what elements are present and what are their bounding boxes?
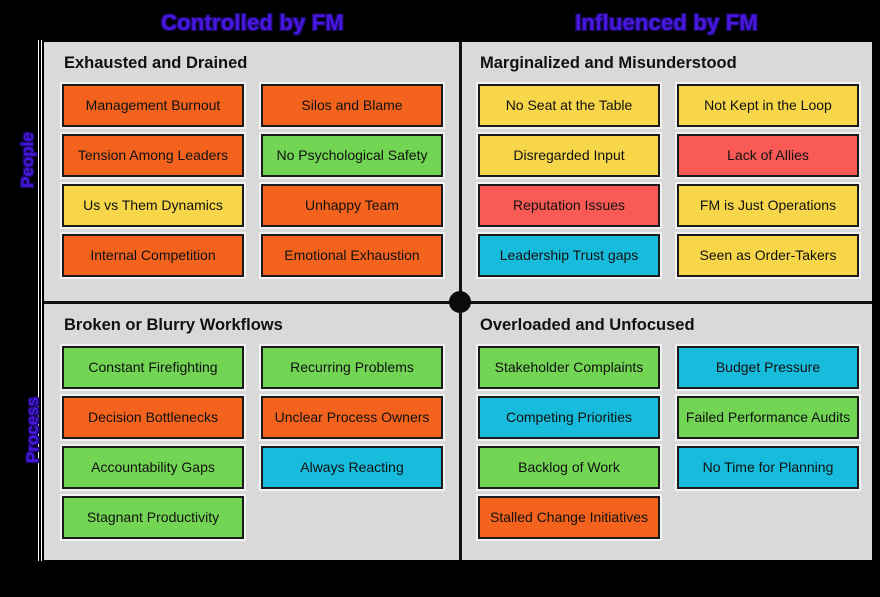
column-header-controlled-by-fm: Controlled by FM [161,10,344,35]
tile[interactable]: Constant Firefighting [62,346,244,389]
quadrant-top-left: Exhausted and Drained Management Burnout… [44,42,459,301]
tile-grid-top-right: No Seat at the Table Not Kept in the Loop… [478,84,860,277]
axis-line-outer [38,40,39,561]
tile[interactable]: Unclear Process Owners [261,396,443,439]
tile[interactable]: Internal Competition [62,234,244,277]
row-label-process: Process [0,397,42,463]
column-header-influenced-by-fm: Influenced by FM [575,10,758,35]
tile[interactable]: Seen as Order-Takers [677,234,859,277]
tile[interactable]: Silos and Blame [261,84,443,127]
quadrant-title-overloaded-and-unfocused: Overloaded and Unfocused [480,316,695,334]
tile[interactable]: Not Kept in the Loop [677,84,859,127]
tile[interactable]: Decision Bottlenecks [62,396,244,439]
axis-line-inner [41,40,42,561]
tile[interactable]: Management Burnout [62,84,244,127]
quadrant-title-broken-or-blurry-workflows: Broken or Blurry Workflows [64,316,283,334]
tile[interactable]: Stakeholder Complaints [478,346,660,389]
tile[interactable]: Recurring Problems [261,346,443,389]
tile[interactable]: Leadership Trust gaps [478,234,660,277]
tile[interactable]: Backlog of Work [478,446,660,489]
tile[interactable]: Reputation Issues [478,184,660,227]
tile[interactable]: No Psychological Safety [261,134,443,177]
tile[interactable]: Disregarded Input [478,134,660,177]
tile[interactable]: Unhappy Team [261,184,443,227]
quadrant-title-exhausted-and-drained: Exhausted and Drained [64,54,248,72]
quadrant-title-marginalized-and-misunderstood: Marginalized and Misunderstood [480,54,737,72]
row-label-people-text: People [17,132,37,188]
tile[interactable]: No Seat at the Table [478,84,660,127]
tile[interactable]: Accountability Gaps [62,446,244,489]
row-label-people: People [0,132,40,188]
center-origin-dot [449,291,471,313]
quadrant-bottom-right: Overloaded and Unfocused Stakeholder Com… [462,304,872,560]
tile[interactable]: Stagnant Productivity [62,496,244,539]
tile[interactable]: FM is Just Operations [677,184,859,227]
quadrant-bottom-left: Broken or Blurry Workflows Constant Fire… [44,304,459,560]
row-label-process-text: Process [23,396,43,464]
quadrant-top-right: Marginalized and Misunderstood No Seat a… [462,42,872,301]
tile[interactable]: Tension Among Leaders [62,134,244,177]
tile[interactable]: Budget Pressure [677,346,859,389]
tile[interactable]: No Time for Planning [677,446,859,489]
tile[interactable]: Us vs Them Dynamics [62,184,244,227]
tile[interactable]: Stalled Change Initiatives [478,496,660,539]
tile[interactable]: Always Reacting [261,446,443,489]
tile[interactable]: Failed Performance Audits [677,396,859,439]
tile[interactable]: Lack of Allies [677,134,859,177]
quadrant-matrix: Exhausted and Drained Management Burnout… [44,42,872,560]
tile[interactable]: Competing Priorities [478,396,660,439]
tile[interactable]: Emotional Exhaustion [261,234,443,277]
